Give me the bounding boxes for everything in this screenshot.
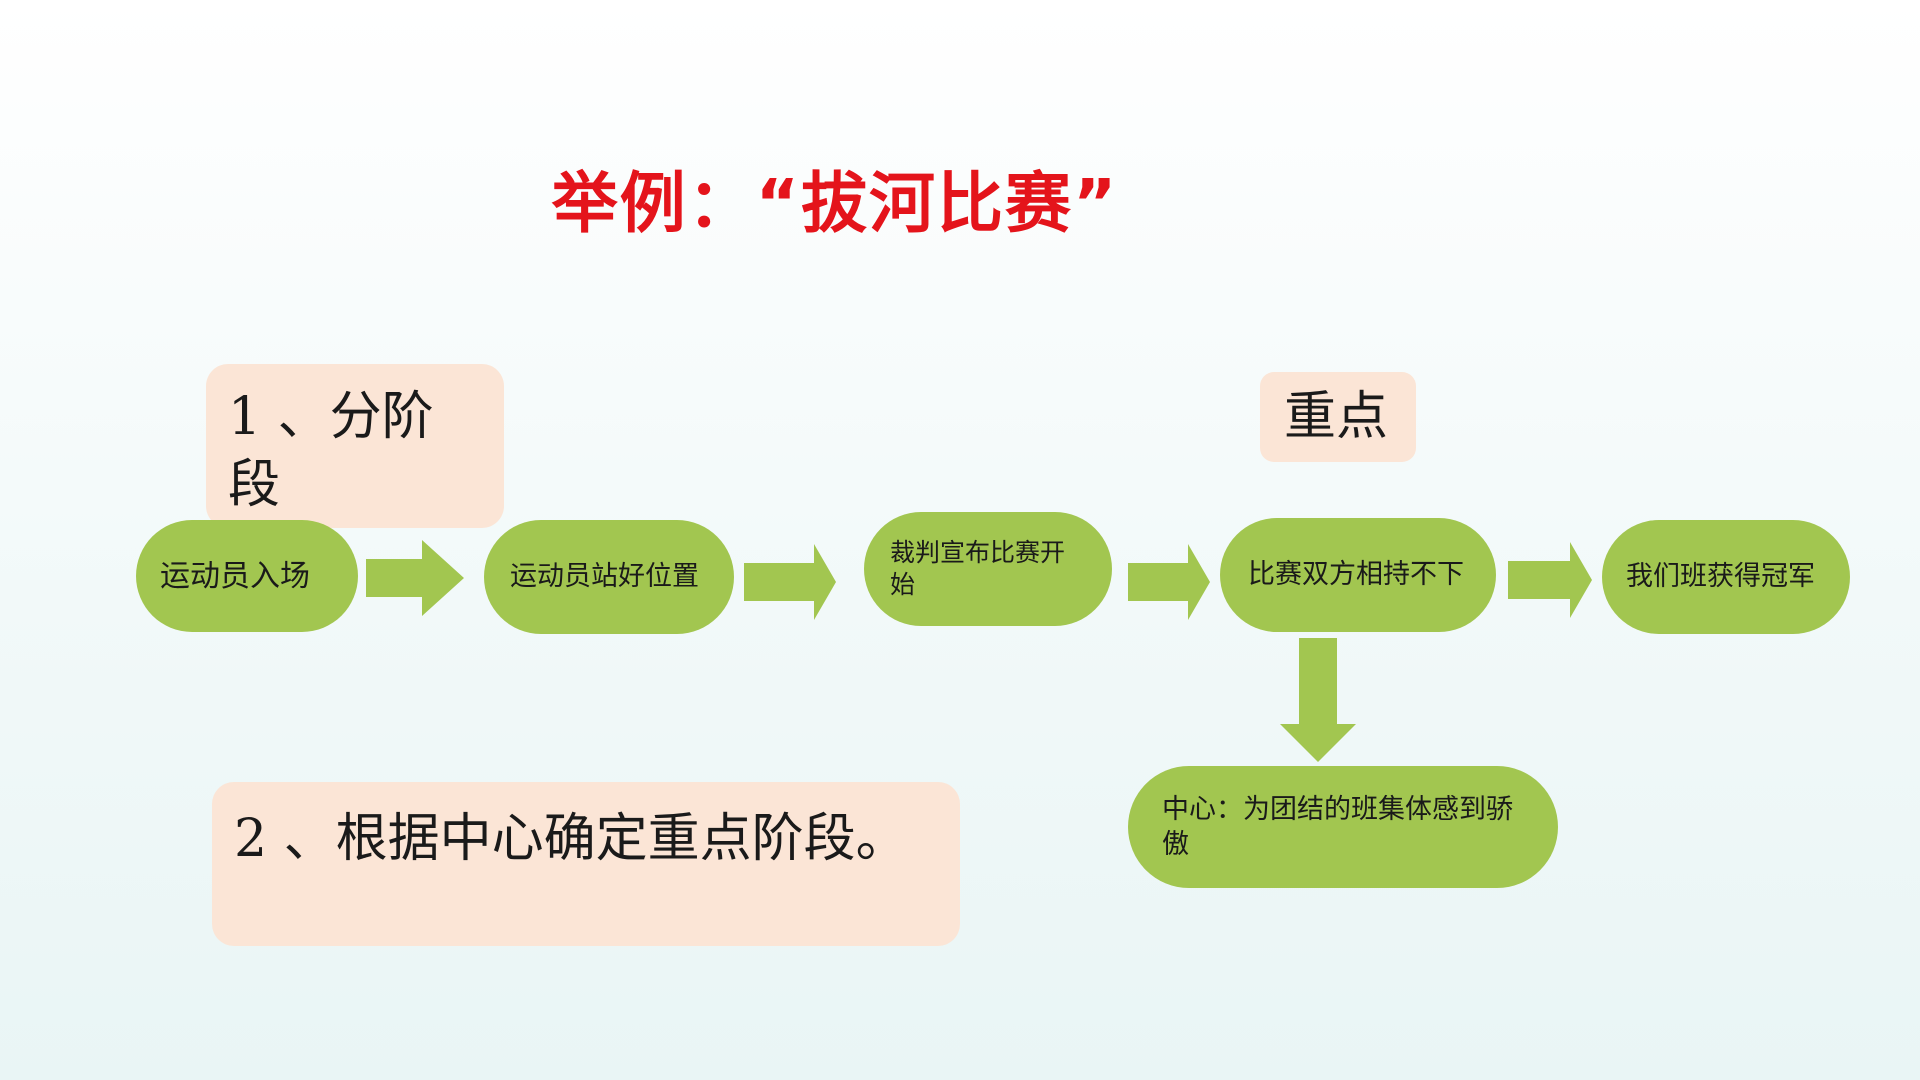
step-athletes-position: 运动员站好位置 bbox=[484, 520, 734, 634]
step-referee-start: 裁判宣布比赛开始 bbox=[864, 512, 1112, 626]
flow-arrow-down bbox=[1280, 638, 1356, 762]
flow-arrow-right-4 bbox=[1508, 542, 1592, 618]
step-class-wins: 我们班获得冠军 bbox=[1602, 520, 1850, 634]
slide-title: 举例：“拔河比赛” bbox=[551, 165, 1119, 242]
method-note: 2 、根据中心确定重点阶段。 bbox=[212, 782, 960, 946]
focus-note: 重点 bbox=[1260, 372, 1416, 462]
flow-arrow-right-3 bbox=[1128, 544, 1210, 620]
flow-arrow-right-1 bbox=[366, 540, 464, 616]
stages-note: 1 、分阶段 bbox=[206, 364, 504, 528]
step-athletes-enter: 运动员入场 bbox=[136, 520, 358, 632]
flow-arrow-right-2 bbox=[744, 544, 836, 620]
step-stalemate: 比赛双方相持不下 bbox=[1220, 518, 1496, 632]
center-idea: 中心：为团结的班集体感到骄傲 bbox=[1128, 766, 1558, 888]
